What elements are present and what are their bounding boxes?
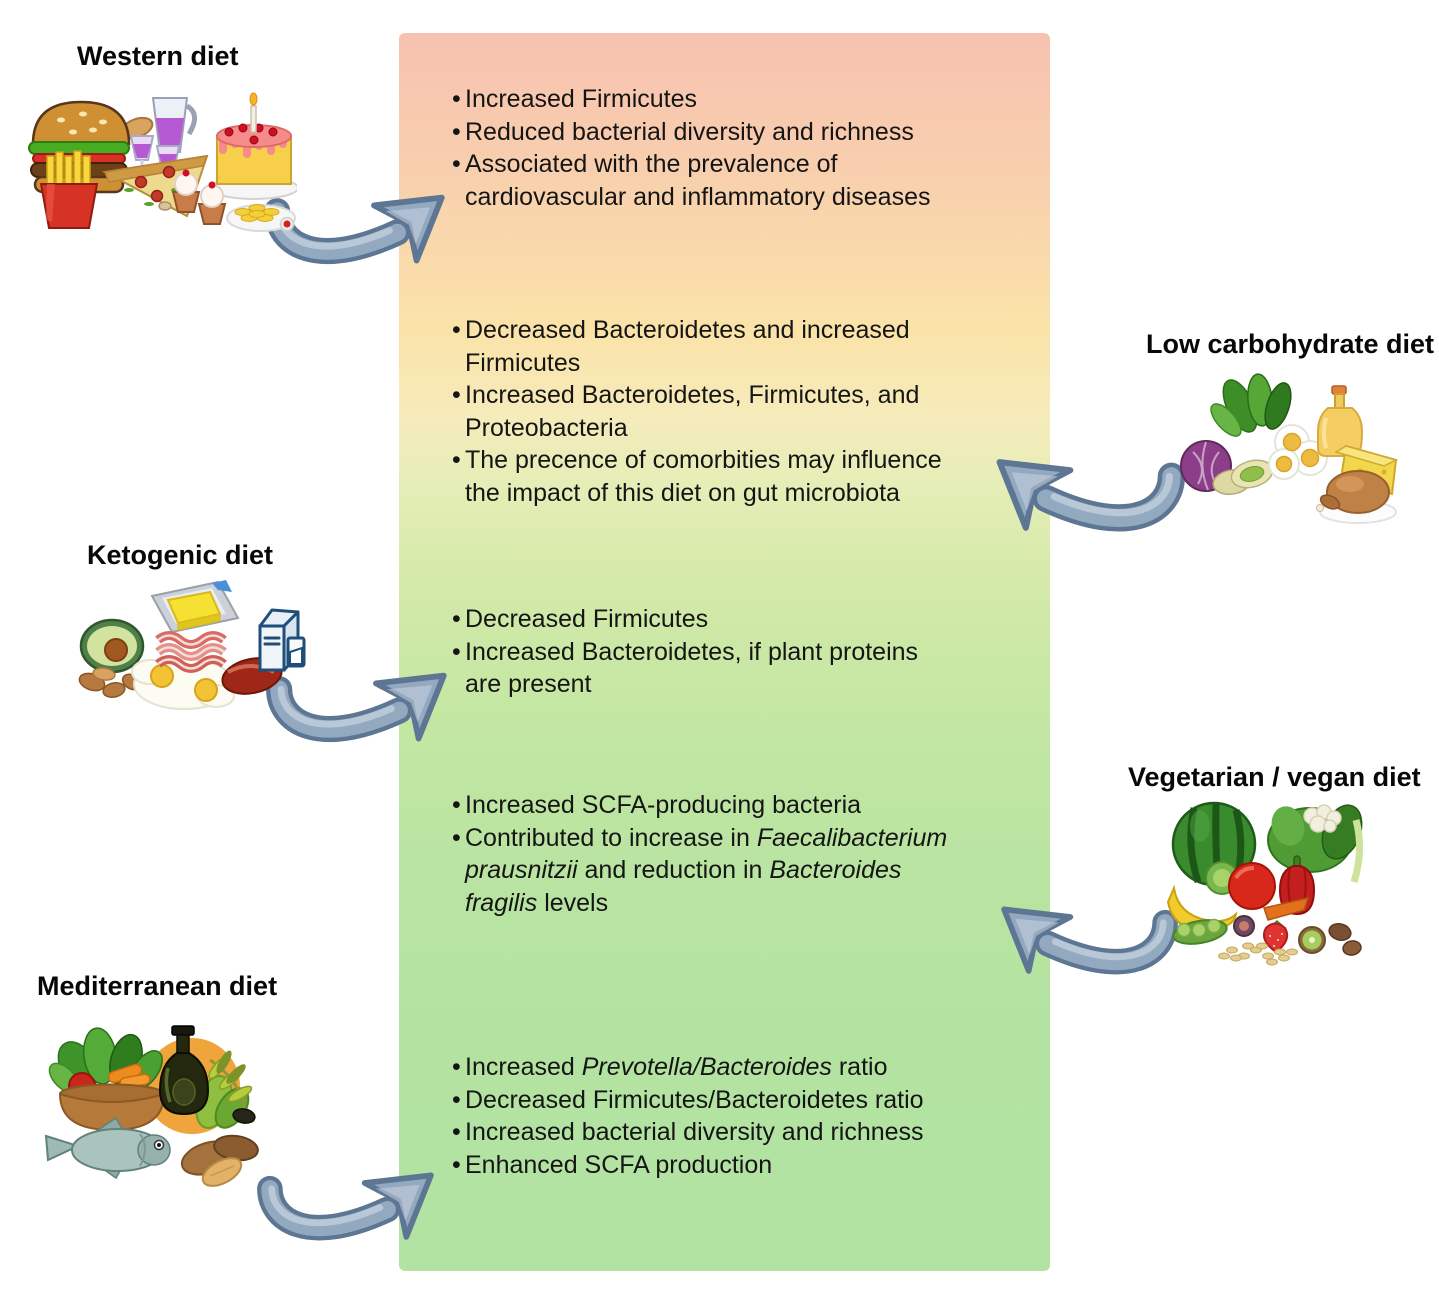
mediterranean-effects-list: Increased Prevotella/Bacteroides ratio D… [452, 1051, 960, 1181]
effect-item: Contributed to increase in Faecalibacter… [452, 822, 960, 920]
effect-item: Increased Bacteroidetes, if plant protei… [452, 636, 960, 701]
effect-item: Increased Bacteroidetes, Firmicutes, and… [452, 379, 960, 444]
effect-item: Reduced bacterial diversity and richness [452, 116, 960, 149]
vegetarian-effects-list: Increased SCFA-producing bacteria Contri… [452, 789, 960, 919]
low-carbohydrate-effects-list: Decreased Bacteroidetes and increased Fi… [452, 314, 960, 510]
mediterranean-diet-label: Mediterranean diet [37, 971, 278, 1001]
vegetarian-arrow-icon [1001, 906, 1178, 975]
mediterranean-foods-illustration [44, 1025, 259, 1187]
ketogenic-diet-label: Ketogenic diet [87, 540, 274, 570]
effect-item: Increased Prevotella/Bacteroides ratio [452, 1051, 960, 1084]
western-diet-label: Western diet [77, 41, 239, 71]
effect-item: Increased bacterial diversity and richne… [452, 1116, 960, 1149]
effect-item: The precence of comorbities may influenc… [452, 444, 960, 509]
mediterranean-arrow-icon [257, 1172, 434, 1241]
effect-item: Associated with the prevalence of cardio… [452, 148, 960, 213]
ketogenic-foods-illustration [78, 580, 306, 710]
effect-item: Decreased Firmicutes/Bacteroidetes ratio [452, 1084, 960, 1117]
ketogenic-effects-list: Decreased Firmicutes Increased Bacteroid… [452, 603, 960, 701]
low-carbohydrate-foods-illustration [1180, 373, 1399, 524]
vegetarian-vegan-diet-label: Vegetarian / vegan diet [1128, 762, 1421, 792]
low-carbohydrate-arrow-icon [996, 459, 1186, 532]
vegetarian-foods-illustration [1166, 801, 1363, 966]
effect-item: Decreased Bacteroidetes and increased Fi… [452, 314, 960, 379]
effect-item: Increased Firmicutes [452, 83, 960, 116]
western-effects-list: Increased Firmicutes Reduced bacterial d… [452, 83, 960, 213]
effect-item: Increased SCFA-producing bacteria [452, 789, 960, 822]
effect-item: Enhanced SCFA production [452, 1149, 960, 1182]
ketogenic-arrow-icon [266, 672, 447, 743]
western-foods-illustration [28, 92, 297, 232]
effect-item: Decreased Firmicutes [452, 603, 960, 636]
low-carbohydrate-diet-label: Low carbohydrate diet [1146, 329, 1435, 359]
